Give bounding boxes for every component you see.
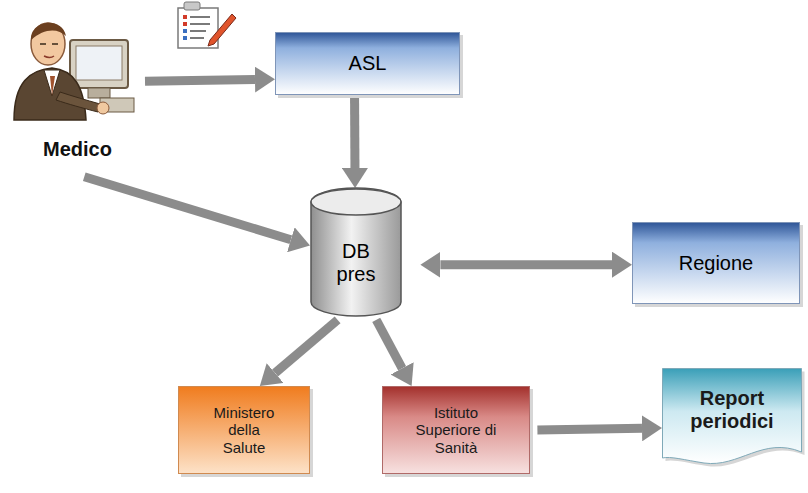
process-box: Istituto Superiore di Sanità [382, 386, 530, 474]
flow-arrow [275, 320, 338, 373]
process-box: Regione [632, 222, 800, 304]
node-text: ASL [349, 52, 387, 75]
node-text: Ministero della Salute [205, 404, 283, 456]
cylinder-top [311, 189, 401, 215]
flow-arrow [537, 428, 642, 430]
node-text: Report periodici [682, 387, 782, 433]
process-box: Ministero della Salute [178, 386, 310, 474]
document-fill [663, 369, 802, 464]
document-shape: Report periodici [662, 368, 802, 468]
doctor-illustration [14, 23, 134, 120]
process-box: ASL [275, 32, 460, 95]
node-text: Regione [679, 252, 754, 275]
doctor-label: Medico [10, 5, 145, 167]
box-fill [383, 387, 530, 474]
flow-arrow [84, 177, 291, 240]
database-cylinder: DB pres [310, 188, 402, 316]
node-text: Istituto Superiore di Sanità [413, 404, 499, 456]
cylinder-body [311, 188, 401, 316]
node-text: DB pres [331, 240, 381, 286]
box-fill [633, 223, 800, 304]
node-text: Medico [43, 138, 112, 161]
flow-arrow [440, 260, 612, 269]
flow-arrow [350, 95, 359, 168]
form-icon [178, 2, 236, 48]
box-fill [276, 33, 460, 95]
flow-arrow [145, 80, 255, 82]
box-fill [179, 387, 310, 474]
flow-arrow [376, 320, 402, 369]
